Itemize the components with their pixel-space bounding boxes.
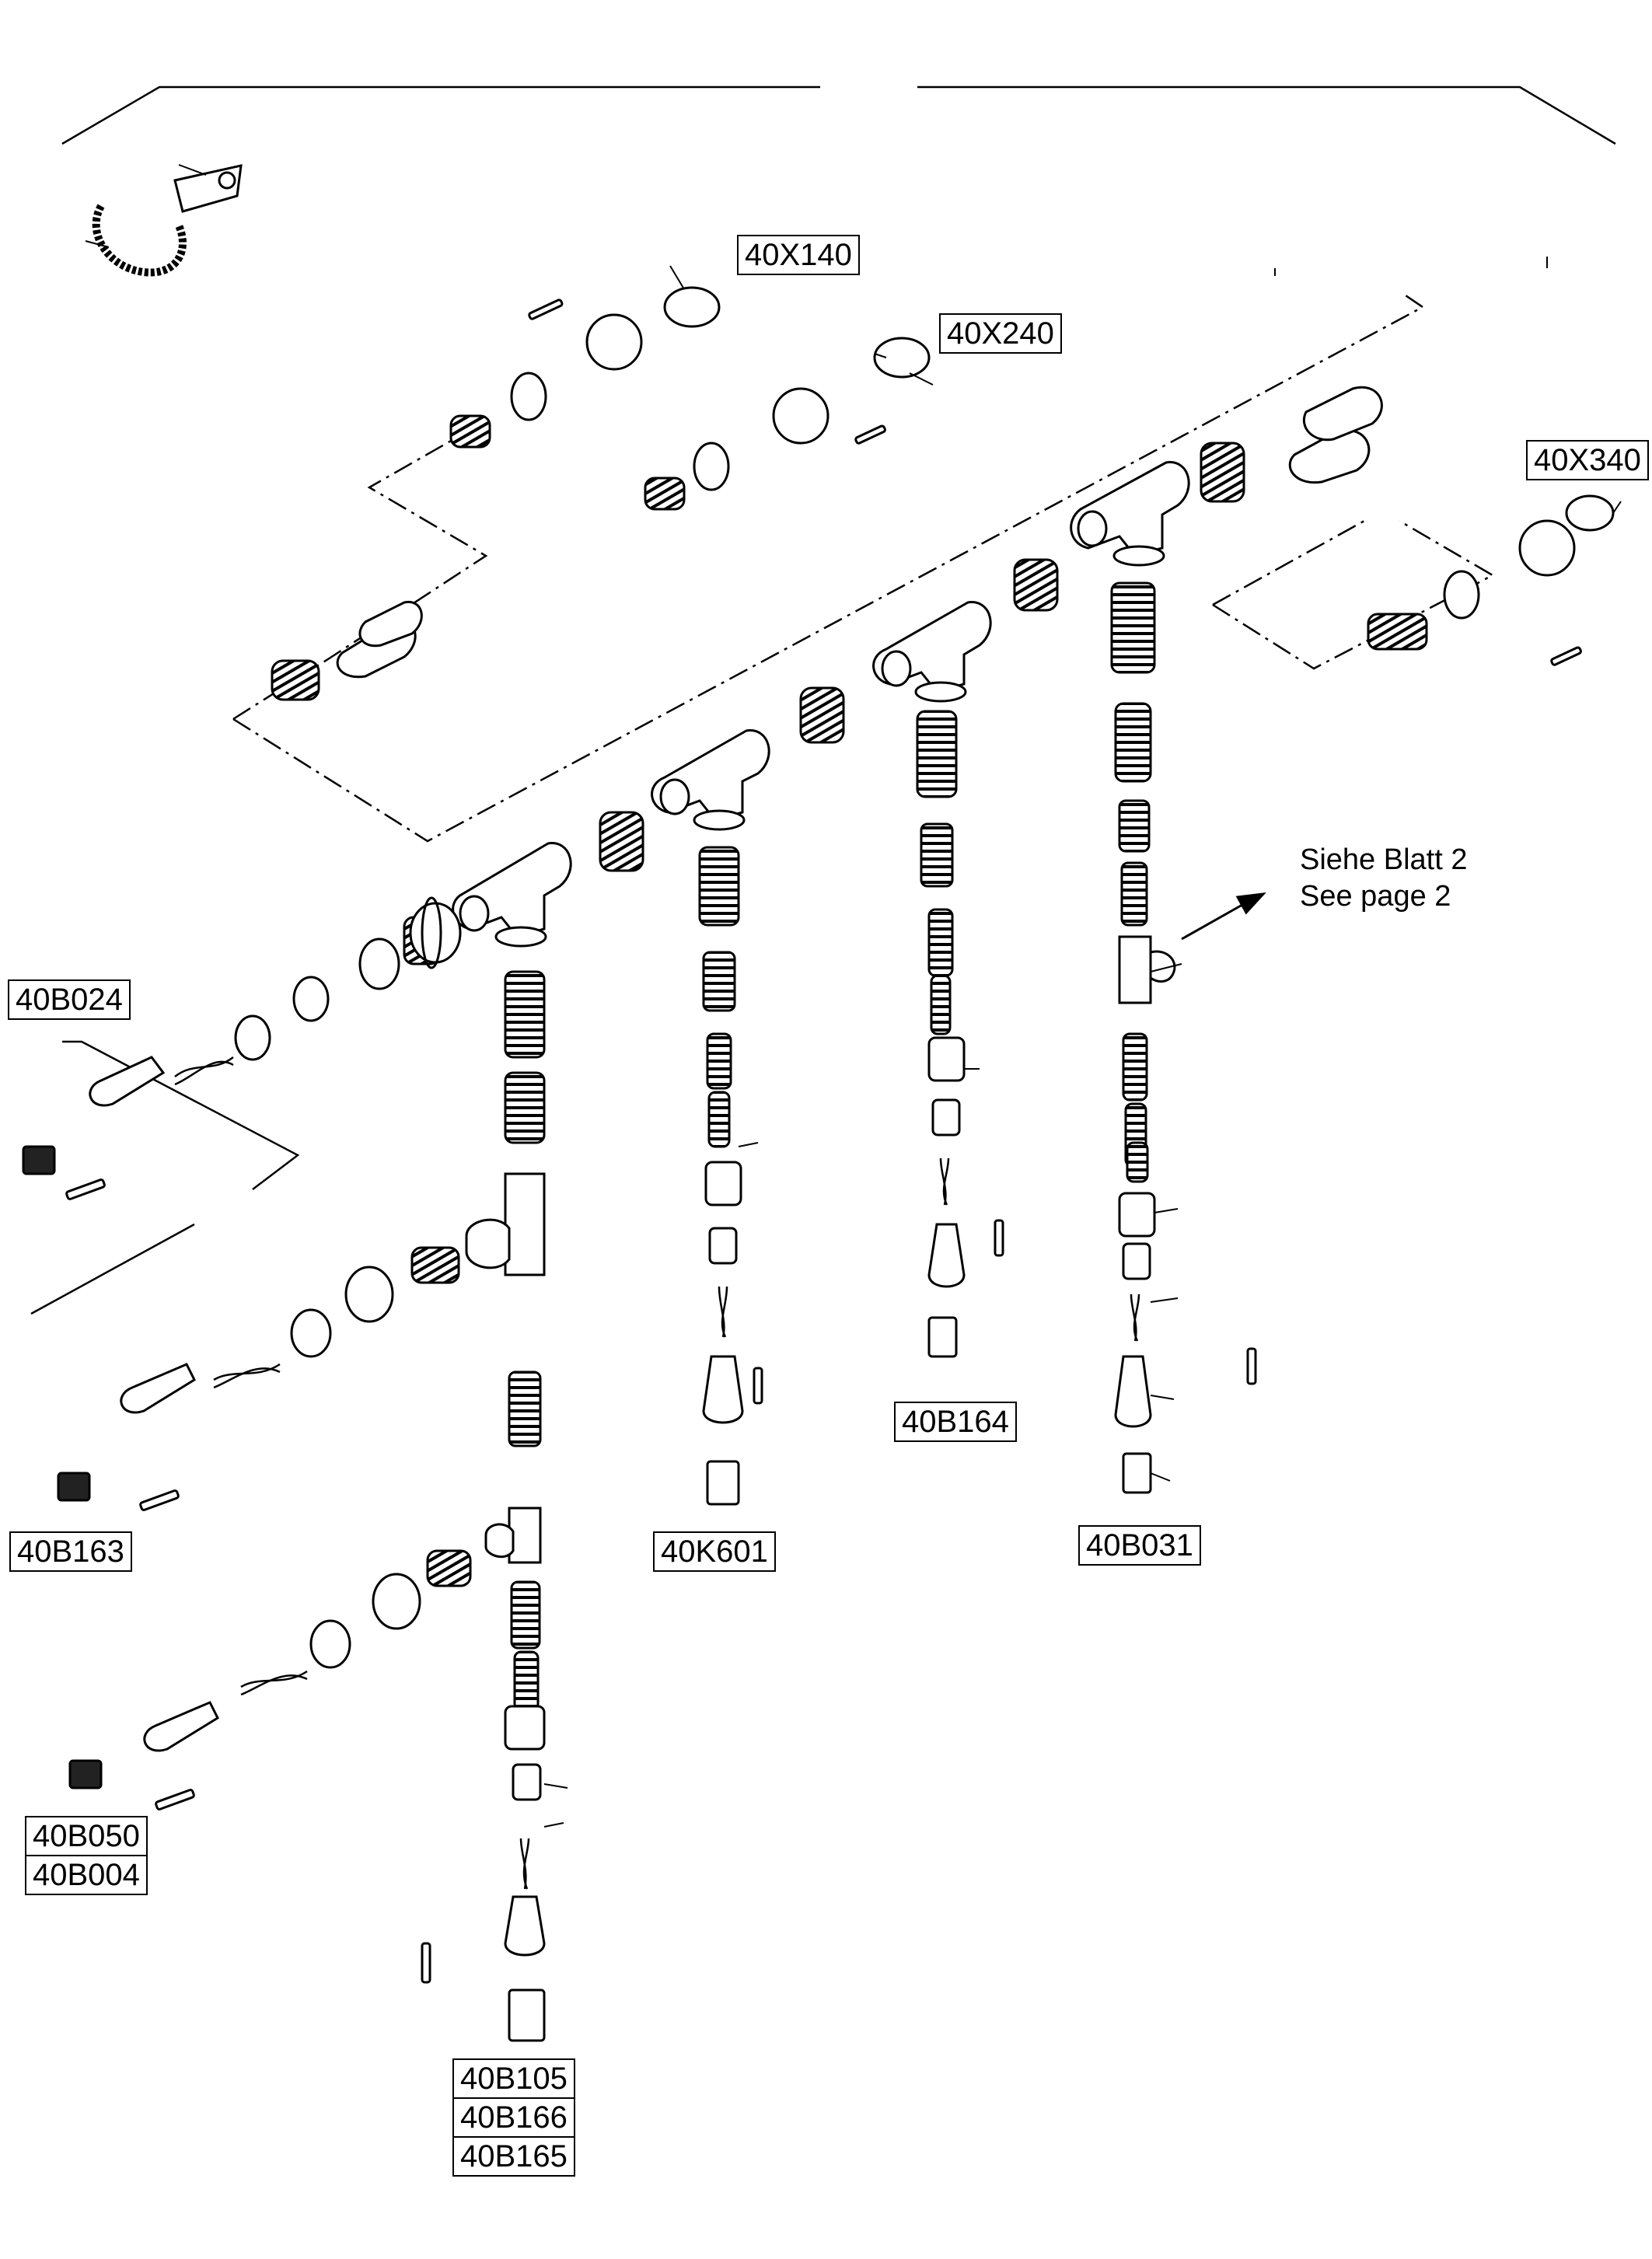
- label-40b166: 40B166: [452, 2097, 575, 2138]
- frame-left: [30, 1040, 300, 1315]
- label-stack-40b105-40b166-40b165: 40B105 40B166 40B165: [452, 2058, 575, 2177]
- label-40x240: 40X240: [939, 313, 1062, 354]
- label-40b105: 40B105: [452, 2058, 575, 2099]
- label-40b165: 40B165: [452, 2136, 575, 2177]
- cable-tie-part: [85, 164, 243, 277]
- label-40b163: 40B163: [9, 1531, 132, 1572]
- frame-top: [61, 86, 1616, 145]
- reference-arrow: [1181, 892, 1266, 941]
- label-40b031: 40B031: [1078, 1525, 1201, 1566]
- label-40b024: 40B024: [8, 979, 131, 1020]
- wires-and-pins: [174, 1056, 1140, 1890]
- fittings: [22, 286, 1615, 2042]
- contact-pins: [65, 299, 1582, 1984]
- bellows-parts: [271, 414, 1428, 1712]
- leader-lines: [178, 164, 1622, 1828]
- label-stack-40b050-40b004: 40B050 40B004: [25, 1816, 148, 1895]
- reference-note-english: See page 2: [1300, 880, 1451, 913]
- label-40b050: 40B050: [25, 1816, 148, 1856]
- label-40k601: 40K601: [653, 1531, 776, 1572]
- label-40b004: 40B004: [25, 1855, 148, 1895]
- tee-connectors: [336, 386, 1383, 1564]
- harness-envelope-lines: [232, 294, 1495, 843]
- reference-note-german: Siehe Blatt 2: [1300, 843, 1468, 876]
- label-40x340: 40X340: [1526, 440, 1649, 480]
- label-40x140: 40X140: [737, 235, 860, 275]
- label-40b164: 40B164: [894, 1402, 1017, 1442]
